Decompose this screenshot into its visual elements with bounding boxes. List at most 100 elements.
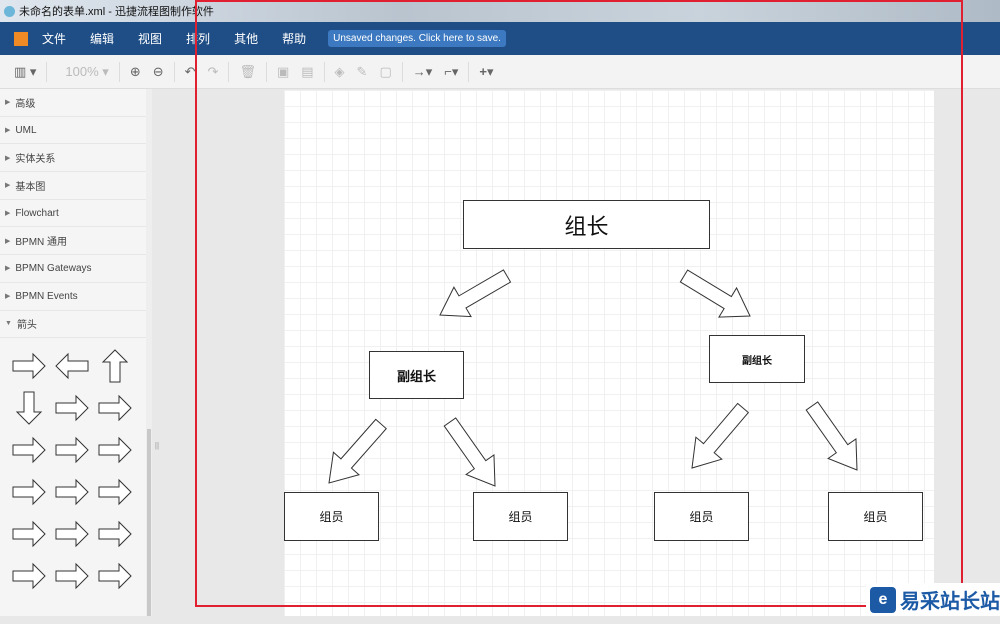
sidebar-section[interactable]: ▶ BPMN Gateways (0, 255, 146, 283)
chevron-right-icon: ▶ (5, 237, 11, 245)
arrow-shape-icon[interactable] (98, 394, 132, 422)
to-front-icon[interactable]: ▣ (276, 63, 290, 79)
chevron-down-icon: ▼ (5, 320, 12, 328)
menu-help[interactable]: 帮助 (282, 32, 307, 46)
arrow-shape-icon[interactable] (12, 478, 46, 506)
sidebar-scrollbar[interactable] (146, 89, 152, 616)
chevron-right-icon: ▶ (5, 127, 11, 135)
sidebar-section[interactable]: ▶ UML (0, 117, 146, 145)
arrow-shapes-palette (12, 349, 132, 590)
sidebar-splitter[interactable]: || (152, 89, 162, 616)
to-back-icon[interactable]: ▤ (301, 63, 314, 79)
divider (118, 61, 120, 82)
watermark-logo-icon: e (870, 586, 896, 613)
arrow-shape-icon[interactable] (55, 520, 89, 548)
arrow-shape-icon[interactable] (98, 520, 132, 548)
arrow-shape-icon[interactable] (12, 562, 46, 590)
arrow-shape-icon[interactable] (12, 520, 46, 548)
diagram-arrow[interactable] (691, 402, 750, 469)
chevron-right-icon: ▶ (5, 293, 11, 301)
menu-arrange[interactable]: 排列 (186, 32, 211, 46)
sidebar-section[interactable]: ▶ BPMN Events (0, 283, 146, 311)
app-icon (4, 5, 15, 17)
divider (401, 61, 403, 82)
menu-bar: 文件 编辑 视图 排列 其他 帮助 Unsaved changes. Click… (0, 22, 1000, 55)
arrow-shape-icon[interactable] (15, 391, 43, 425)
zoom-in-icon[interactable]: ⊕ (129, 63, 141, 79)
divider (323, 61, 325, 82)
arrow-shape-icon[interactable] (55, 394, 89, 422)
divider (468, 61, 470, 82)
sidebar-section-label: 高级 (15, 98, 36, 110)
shape-sidebar: ▶高级▶UML▶实体关系▶基本图▶Flowchart▶BPMN 通用▶BPMN … (0, 89, 146, 616)
watermark: e 易采站长站 (866, 583, 1000, 616)
arrow-shape-icon[interactable] (12, 436, 46, 464)
diagram-arrow[interactable] (805, 401, 858, 471)
sidebar-section[interactable]: ▶ 高级 (0, 89, 146, 117)
member-box[interactable]: 组员 (828, 492, 923, 541)
scrollbar-thumb[interactable] (147, 429, 151, 616)
waypoints-icon[interactable]: ⌐▾ (444, 63, 459, 79)
fill-color-icon[interactable]: ◈ (334, 63, 345, 79)
sidebar-section[interactable]: ▶ BPMN 通用 (0, 227, 146, 256)
diagram-arrow[interactable] (443, 417, 496, 487)
chevron-right-icon: ▶ (5, 182, 11, 190)
zoom-out-icon[interactable]: ⊖ (152, 63, 164, 79)
diagram-arrow[interactable] (328, 418, 387, 484)
arrow-shape-icon[interactable] (101, 349, 129, 383)
sidebar-section-label: BPMN Gateways (15, 262, 92, 274)
line-color-icon[interactable]: ✎ (356, 63, 368, 79)
deputy-left-box[interactable]: 副组长 (369, 351, 464, 399)
menu-file[interactable]: 文件 (42, 32, 67, 46)
sidebar-section[interactable]: ▶ 实体关系 (0, 144, 146, 173)
arrow-shape-icon[interactable] (55, 562, 89, 590)
format-panel-icon[interactable]: ▥ ▾ (14, 63, 37, 79)
sidebar-section[interactable]: ▼ 箭头 (0, 311, 146, 339)
sidebar-section[interactable]: ▶基本图 (0, 172, 146, 200)
deputy-right-box[interactable]: 副组长 (709, 335, 805, 383)
redo-icon[interactable]: ↷ (207, 63, 219, 79)
shadow-icon[interactable]: ▢ (379, 63, 392, 79)
sidebar-section-label: 实体关系 (15, 154, 56, 166)
menu-edit[interactable]: 编辑 (90, 32, 115, 46)
app-logo-icon (14, 31, 28, 46)
member-box[interactable]: 组员 (473, 492, 568, 541)
diagram-arrow[interactable] (679, 269, 751, 318)
zoom-select[interactable]: 100% ▾ (65, 63, 109, 79)
arrow-shape-icon[interactable] (98, 436, 132, 464)
leader-box[interactable]: 组长 (463, 200, 710, 249)
sidebar-section-label: UML (15, 124, 37, 136)
sidebar-section[interactable]: ▶ Flowchart (0, 200, 146, 228)
sidebar-section-label: BPMN 通用 (15, 237, 68, 249)
divider (265, 61, 267, 82)
member-box[interactable]: 组员 (284, 492, 379, 541)
chevron-right-icon: ▶ (5, 265, 11, 273)
diagram-arrow[interactable] (439, 269, 512, 318)
divider (228, 61, 230, 82)
arrow-shape-icon[interactable] (98, 562, 132, 590)
arrow-shape-icon[interactable] (98, 478, 132, 506)
arrow-shape-icon[interactable] (55, 478, 89, 506)
divider (173, 61, 175, 82)
member-box[interactable]: 组员 (654, 492, 749, 541)
connection-icon[interactable]: →▾ (412, 63, 433, 79)
toolbar: ▥ ▾ 100% ▾ ⊕ ⊖ ↶ ↷ 🗑 ▣ ▤ ◈ ✎ ▢ →▾ ⌐▾ +▾ (0, 55, 1000, 89)
chevron-right-icon: ▶ (5, 99, 11, 107)
divider (46, 61, 48, 82)
insert-icon[interactable]: +▾ (479, 63, 494, 79)
chevron-right-icon: ▶ (5, 210, 11, 218)
unsaved-changes-button[interactable]: Unsaved changes. Click here to save. (328, 30, 506, 47)
arrow-shape-icon[interactable] (55, 352, 89, 380)
delete-icon[interactable]: 🗑 (239, 63, 256, 79)
arrow-shape-icon[interactable] (55, 436, 89, 464)
chevron-right-icon: ▶ (5, 154, 11, 162)
undo-icon[interactable]: ↶ (184, 63, 196, 79)
watermark-text: 易采站长站 (900, 591, 1000, 613)
sidebar-section-label: Flowchart (15, 207, 59, 219)
sidebar-section-label: BPMN Events (15, 290, 78, 302)
arrow-shape-icon[interactable] (12, 352, 46, 380)
menu-view[interactable]: 视图 (138, 32, 163, 46)
sidebar-section-label: 箭头 (16, 320, 37, 332)
menu-extras[interactable]: 其他 (234, 32, 259, 46)
